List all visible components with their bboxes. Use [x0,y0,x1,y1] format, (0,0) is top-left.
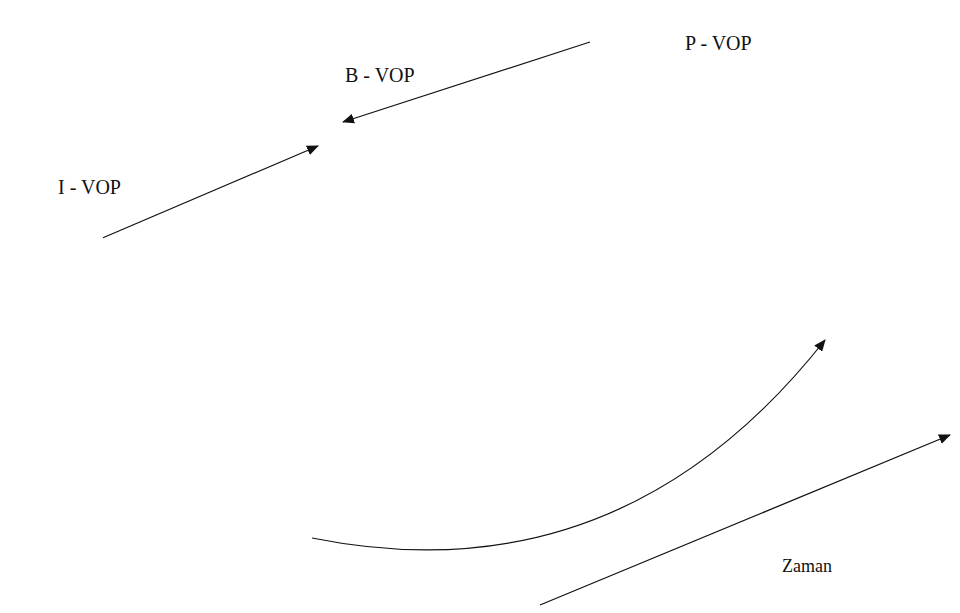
block-rect [262,520,312,556]
prediction-arrow [343,42,590,122]
watermark-stripe [160,0,490,330]
plane-shape [287,90,585,500]
time-arrow [540,435,950,605]
video-object [580,46,843,358]
vop-plane: I - VOP [5,200,318,605]
vop-plane: P - VOP [545,2,862,400]
block-rect [590,40,640,90]
watermark-stripe [20,330,330,613]
plane-shape [545,2,862,400]
plane-label: P - VOP [685,32,752,55]
video-object [40,264,303,576]
prediction-arrow [312,340,825,550]
vop-plane: B - VOP [287,90,585,500]
plane-outline [287,90,585,500]
block-rect [318,122,368,170]
plane-shape [5,200,318,605]
plane-outline [545,2,862,400]
plane-label: B - VOP [345,64,415,87]
prediction-arrow [103,146,318,238]
watermark-stripe [0,0,330,330]
plane-label: I - VOP [58,176,121,199]
block-rect [55,232,103,280]
plane-outline [5,200,318,605]
video-object [312,149,575,461]
watermark-stripe [180,330,490,613]
block-rect [800,300,850,340]
axis-label: Zaman [782,556,832,577]
